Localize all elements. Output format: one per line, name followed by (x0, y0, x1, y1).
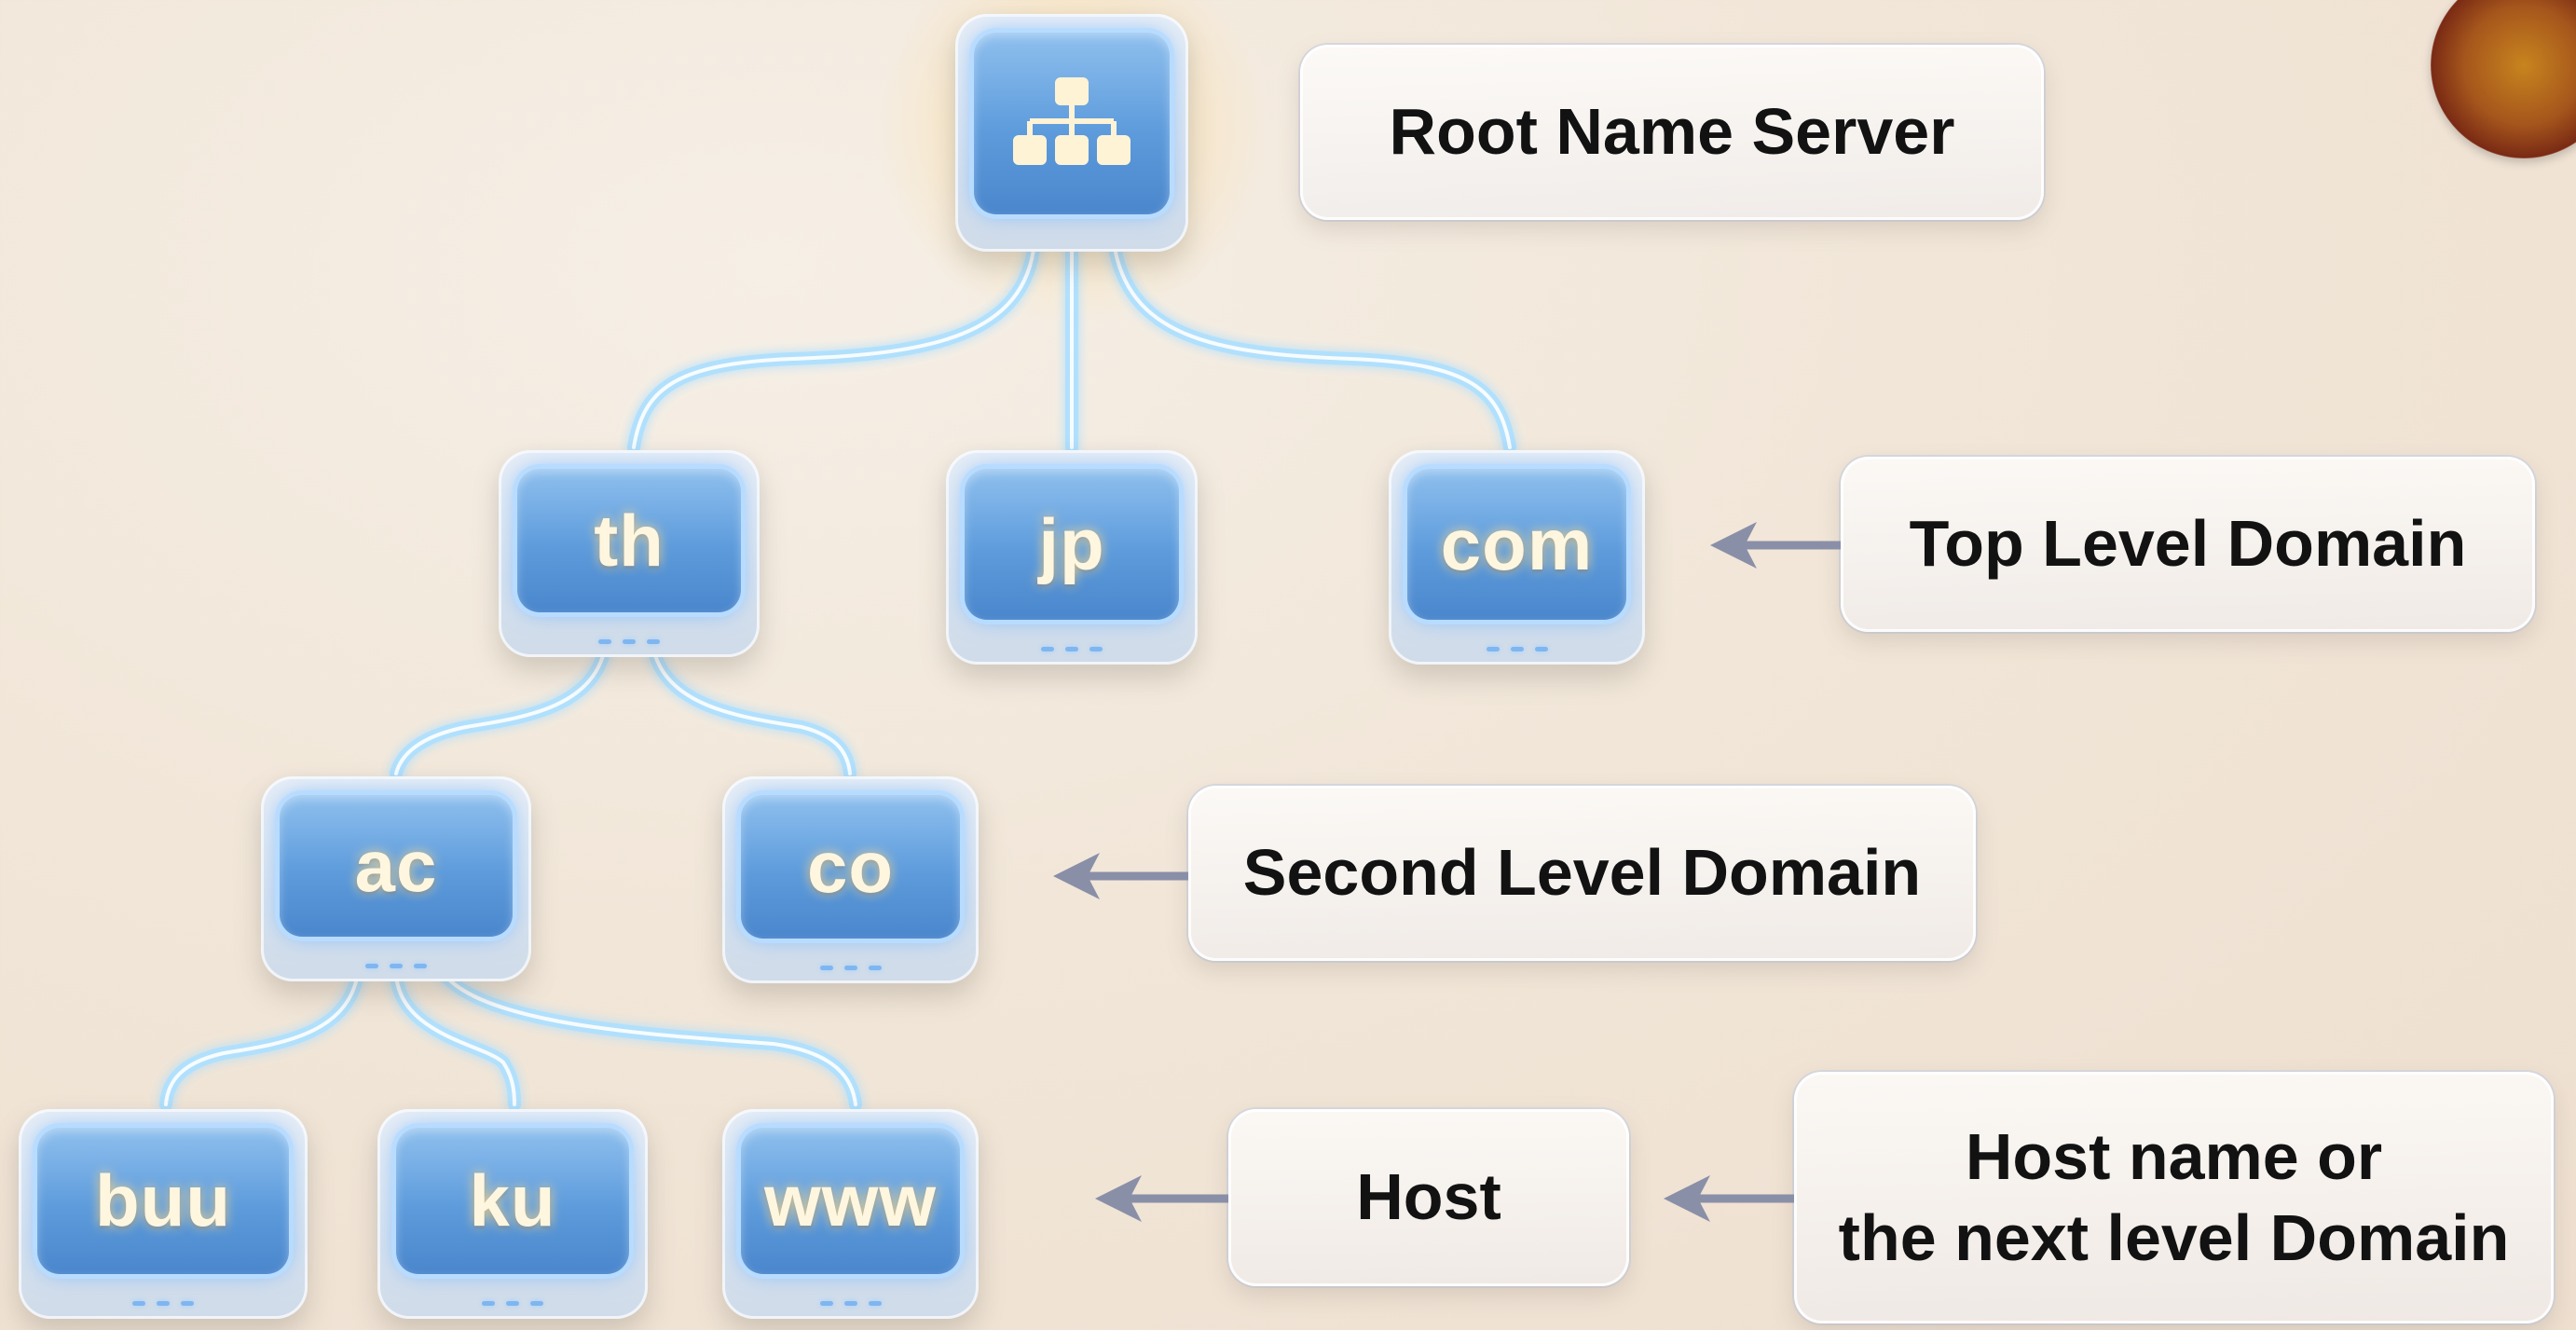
arrow-left-icon (1710, 522, 1841, 569)
node-jp-label: jp (1038, 502, 1105, 585)
wire-ac-buu (159, 958, 365, 1111)
arrow-left-icon (1053, 853, 1188, 899)
node-com-face: com (1407, 469, 1626, 620)
node-ac: ac (261, 776, 531, 981)
node-co: co (722, 776, 979, 983)
node-com: com (1389, 450, 1645, 665)
top-level-domain-label: Top Level Domain (1841, 457, 2535, 632)
node-ku: ku (377, 1109, 648, 1319)
wire-th-co (646, 637, 856, 780)
node-co-face: co (741, 795, 960, 939)
root-name-server-label: Root Name Server (1300, 45, 2044, 220)
node-jp-face: jp (965, 469, 1179, 620)
status-dots (598, 639, 660, 644)
status-dots (1486, 647, 1548, 651)
root-server-node (955, 14, 1188, 252)
status-dots (819, 1301, 882, 1306)
status-dots (819, 966, 882, 970)
node-buu: buu (19, 1109, 308, 1319)
node-th: th (499, 450, 760, 657)
host-name-line2: the next level Domain (1838, 1201, 2510, 1274)
node-ku-face: ku (396, 1128, 629, 1274)
node-ac-face: ac (280, 795, 513, 937)
node-com-label: com (1440, 502, 1594, 585)
host-label: Host (1228, 1109, 1629, 1286)
node-jp: jp (946, 450, 1198, 665)
status-dots (132, 1301, 194, 1306)
status-dots (1041, 647, 1103, 651)
node-buu-face: buu (37, 1128, 289, 1274)
status-dots (482, 1301, 543, 1306)
node-ku-label: ku (469, 1159, 556, 1241)
host-name-next-level-label: Host name or the next level Domain (1794, 1072, 2554, 1323)
status-dots (365, 964, 427, 968)
node-th-label: th (594, 499, 665, 582)
node-www-label: www (763, 1159, 937, 1241)
host-name-line1: Host name or (1965, 1119, 2383, 1193)
root-node-face (974, 33, 1170, 214)
node-www-face: www (741, 1128, 960, 1274)
arrow-left-icon (1664, 1175, 1794, 1222)
node-ac-label: ac (354, 824, 438, 907)
node-th-face: th (517, 469, 741, 612)
arrow-left-icon (1095, 1175, 1228, 1222)
second-level-domain-label: Second Level Domain (1188, 786, 1976, 961)
node-co-label: co (806, 825, 895, 908)
node-www: www (722, 1109, 979, 1319)
network-hierarchy-icon (1013, 76, 1130, 165)
wire-th-ac (390, 637, 612, 780)
node-buu-label: buu (95, 1159, 231, 1241)
